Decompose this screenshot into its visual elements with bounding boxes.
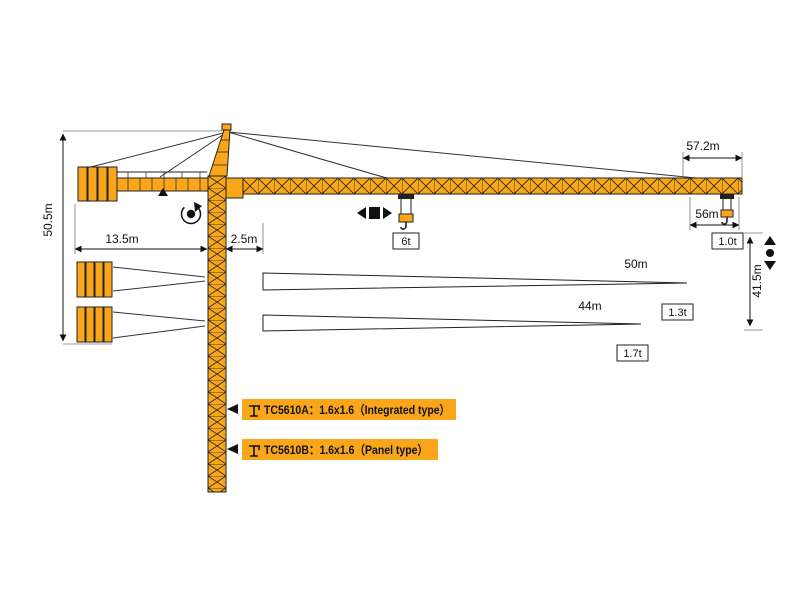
- hook-icon: [400, 222, 407, 230]
- pointer-arrow-icon: [227, 404, 238, 414]
- dim-56-label: 56m: [695, 207, 718, 221]
- trolley-travel-icon: [357, 207, 392, 219]
- jib-44m-label: 44m: [578, 299, 601, 313]
- capacity-1-3t-label: 1.3t: [668, 307, 686, 319]
- jib-50m-label: 50m: [624, 257, 647, 271]
- capacity-box-6t: 6t: [392, 232, 420, 250]
- trolley-hook-mid: [398, 194, 414, 230]
- mini-crane-icon: [249, 405, 260, 417]
- capacity-6t-label: 6t: [401, 236, 410, 248]
- tie-rods: [86, 131, 738, 183]
- capacity-box-1-3t: 1.3t: [661, 303, 694, 321]
- model-a-label: TC5610A：1.6x1.6（Integrated type）: [264, 402, 450, 417]
- dimension-41-5: 41.5m: [744, 232, 764, 331]
- apex-pulley: [221, 123, 232, 131]
- dim-2-5-label: 2.5m: [231, 232, 258, 246]
- trolley-hook-tip: [720, 194, 734, 225]
- model-label-a: TC5610A：1.6x1.6（Integrated type）: [227, 399, 456, 420]
- dim-50-5-label: 50.5m: [41, 203, 55, 236]
- capacity-1-0t-label: 1.0t: [718, 236, 736, 248]
- attachment-marker: [158, 188, 168, 196]
- capacity-box-1-0t: 1.0t: [711, 232, 744, 250]
- hoisting-icon: [764, 236, 776, 270]
- jib-profile-50m: 50m: [262, 257, 688, 291]
- counterweight-top: [77, 166, 118, 202]
- slewing-icon: [180, 202, 202, 225]
- hook-icon: [721, 217, 728, 225]
- model-b-label: TC5610B：1.6x1.6（Panel type）: [264, 442, 428, 457]
- dimension-50-5: 50.5m: [41, 130, 222, 345]
- capacity-1-7t-label: 1.7t: [623, 348, 641, 360]
- counterweight-stack-50m: [76, 261, 206, 298]
- jib-profile-44m: 44m: [262, 299, 642, 332]
- counterweight-stack-44m: [76, 306, 206, 343]
- dimension-2-5: 2.5m: [225, 232, 264, 253]
- jib: [225, 177, 743, 199]
- model-label-b: TC5610B：1.6x1.6（Panel type）: [227, 439, 438, 460]
- dim-57-2-label: 57.2m: [686, 139, 719, 153]
- tower-head: [208, 123, 232, 177]
- jib-foot: [225, 177, 244, 199]
- counter-jib: [77, 166, 209, 202]
- capacity-box-1-7t: 1.7t: [616, 344, 649, 362]
- pointer-arrow-icon: [227, 444, 238, 454]
- dimension-13-5: 13.5m: [74, 204, 264, 254]
- dimension-56: 56m: [689, 197, 740, 230]
- dimension-57-2: 57.2m: [682, 139, 743, 177]
- tower-mast: [207, 175, 227, 493]
- dim-13-5-label: 13.5m: [105, 232, 138, 246]
- dim-41-5-label: 41.5m: [750, 264, 764, 297]
- mini-crane-icon: [249, 445, 260, 457]
